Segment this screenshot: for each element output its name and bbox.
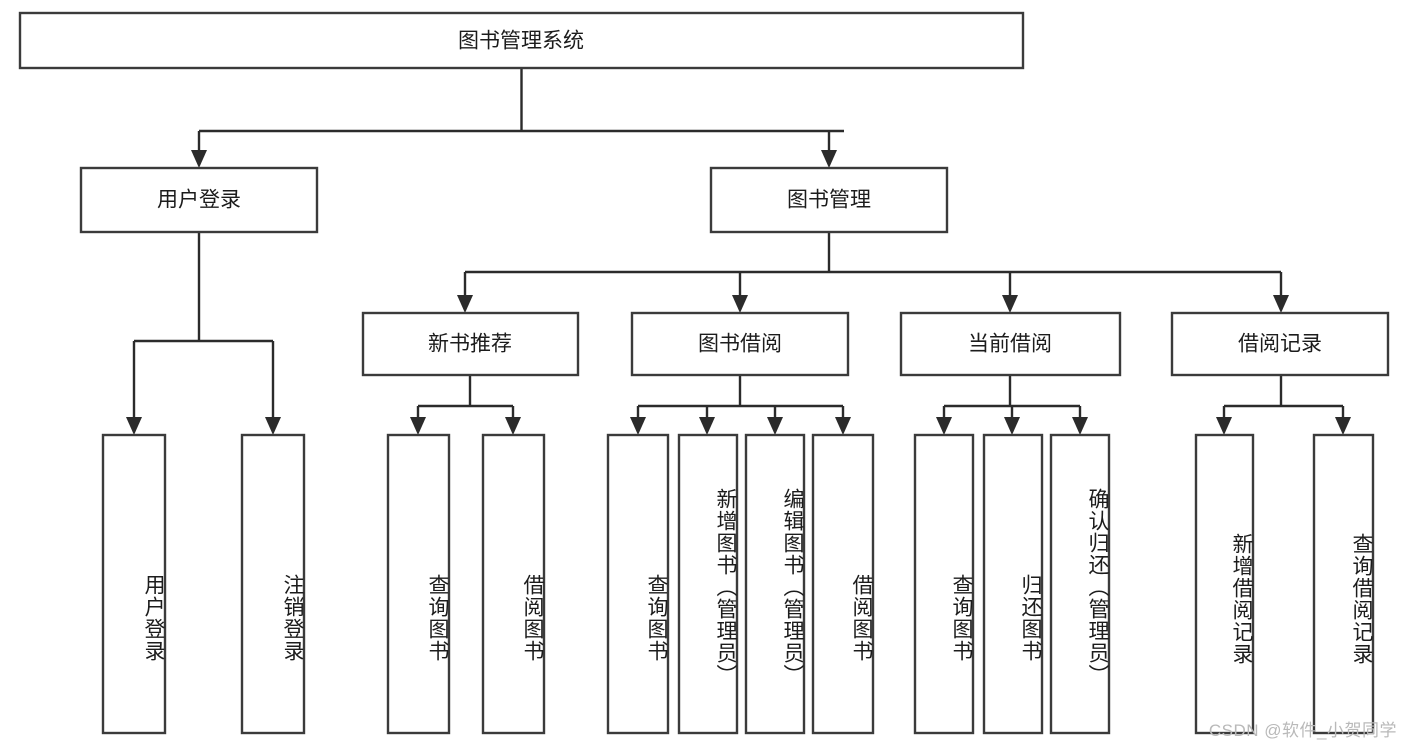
leaf-box-return-book[interactable]	[982, 433, 1044, 735]
arrowhead-userlogin-l2	[265, 417, 281, 435]
node-borrow-record[interactable]: 借阅记录	[1170, 311, 1390, 377]
leaf-box-query-book-cb[interactable]	[913, 433, 975, 735]
node-new-book-recommend-box[interactable]	[361, 311, 580, 377]
arrowhead-newbook-l1	[410, 417, 426, 435]
node-new-book-recommend[interactable]: 新书推荐	[361, 311, 580, 377]
leaf-box-query-book-bb[interactable]	[606, 433, 670, 735]
watermark: CSDN @软件_小贺同学	[1208, 721, 1397, 740]
leaf-box-edit-book[interactable]	[744, 433, 806, 735]
arrowhead-newbook-l2	[505, 417, 521, 435]
leaf-box-logout[interactable]	[240, 433, 306, 735]
arrowhead-bookborrow	[732, 295, 748, 313]
arrowhead-currentborrow-l1	[936, 417, 952, 435]
arrowhead-bookborrow-l2	[699, 417, 715, 435]
leaf-box-confirm-return[interactable]	[1049, 433, 1111, 735]
node-user-login[interactable]: 用户登录	[79, 166, 319, 234]
leaf-boxes	[101, 433, 1375, 735]
node-current-borrow-box[interactable]	[899, 311, 1122, 377]
node-root-box[interactable]	[18, 11, 1025, 70]
arrowhead-currentborrow-l2	[1004, 417, 1020, 435]
node-book-borrow-label: 图书借阅	[698, 333, 782, 356]
leaf-box-query-book-nb[interactable]	[386, 433, 451, 735]
node-book-borrow[interactable]: 图书借阅	[630, 311, 850, 377]
leaf-box-borrow-book-nb[interactable]	[481, 433, 546, 735]
connector-layer	[126, 68, 1351, 435]
arrowhead-newbook	[457, 295, 473, 313]
arrowhead-borrowrecord-l1	[1216, 417, 1232, 435]
node-book-management-label: 图书管理	[787, 189, 871, 212]
arrowhead-currentborrow	[1002, 295, 1018, 313]
arrowhead-borrowrecord-l2	[1335, 417, 1351, 435]
node-borrow-record-label: 借阅记录	[1238, 333, 1322, 356]
leaf-box-borrow-book-bb[interactable]	[811, 433, 875, 735]
node-root-label: 图书管理系统	[458, 30, 584, 53]
node-user-login-box[interactable]	[79, 166, 319, 234]
arrowhead-bookborrow-l3	[767, 417, 783, 435]
arrowhead-book-mgmt	[821, 150, 837, 168]
arrowhead-user-login	[191, 150, 207, 168]
leaf-box-query-record[interactable]	[1312, 433, 1375, 735]
arrowhead-userlogin-l1	[126, 417, 142, 435]
arrowhead-borrowrecord	[1273, 295, 1289, 313]
leaf-box-add-book[interactable]	[677, 433, 739, 735]
node-current-borrow[interactable]: 当前借阅	[899, 311, 1122, 377]
node-book-borrow-box[interactable]	[630, 311, 850, 377]
leaf-box-user-login[interactable]	[101, 433, 167, 735]
leaf-box-add-record[interactable]	[1194, 433, 1255, 735]
node-current-borrow-label: 当前借阅	[968, 333, 1052, 356]
node-new-book-recommend-label: 新书推荐	[428, 333, 512, 356]
node-book-management-box[interactable]	[709, 166, 949, 234]
node-book-management[interactable]: 图书管理	[709, 166, 949, 234]
node-user-login-label: 用户登录	[157, 189, 241, 212]
node-root[interactable]: 图书管理系统	[18, 11, 1025, 70]
arrowhead-bookborrow-l4	[835, 417, 851, 435]
arrowhead-currentborrow-l3	[1072, 417, 1088, 435]
arrowhead-bookborrow-l1	[630, 417, 646, 435]
node-borrow-record-box[interactable]	[1170, 311, 1390, 377]
